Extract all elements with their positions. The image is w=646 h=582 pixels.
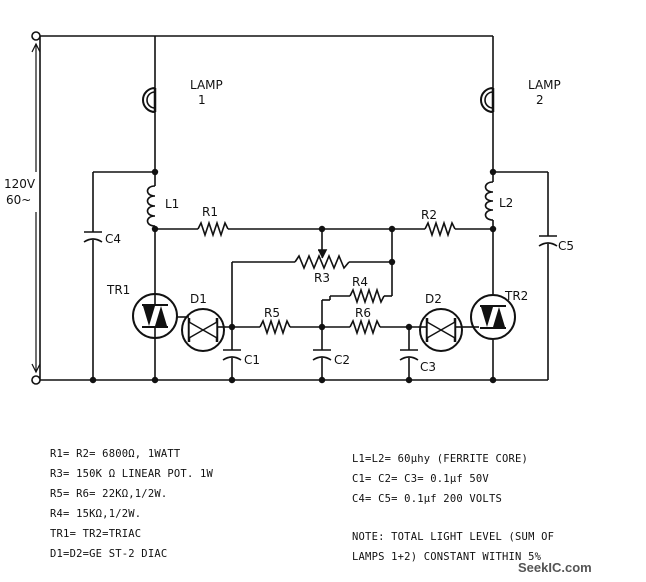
- legend-r4: R4= 15KΩ,1/2W.: [50, 508, 142, 520]
- label-lamp1-line1: LAMP: [190, 78, 223, 92]
- label-c4: C4: [105, 232, 121, 246]
- component-legend-left: R1= R2= 6800Ω, 1WATT R3= 150K Ω LINEAR P…: [50, 444, 340, 564]
- capacitor-c4: [83, 231, 103, 243]
- pot-r3-wiring: [231, 229, 393, 327]
- label-c3: C3: [420, 360, 436, 374]
- resistor-r6: [349, 318, 381, 336]
- legend-r5-r6: R5= R6= 22KΩ,1/2W.: [50, 488, 168, 500]
- r4-wiring: [321, 262, 393, 327]
- diac-d1: [180, 308, 226, 352]
- label-tr1: TR1: [106, 283, 130, 297]
- label-r2: R2: [421, 208, 437, 222]
- label-lamp1-line2: 1: [198, 93, 206, 107]
- note-line-1: NOTE: TOTAL LIGHT LEVEL (SUM OF: [352, 531, 555, 543]
- triac-tr1: [132, 293, 178, 339]
- legend-c4-c5: C4= C5= 0.1μf 200 VOLTS: [352, 493, 502, 505]
- label-c1: C1: [244, 353, 260, 367]
- resistor-r5: [259, 318, 291, 336]
- supply-arrows: [31, 42, 41, 374]
- top-rail: [39, 35, 493, 380]
- resistor-r2: [424, 220, 456, 238]
- legend-r3: R3= 150K Ω LINEAR POT. 1W: [50, 468, 214, 480]
- label-supply-line1: 120V: [4, 177, 36, 191]
- label-d2: D2: [425, 292, 442, 306]
- label-c2: C2: [334, 353, 350, 367]
- left-branch: [92, 36, 156, 380]
- legend-c1-c3: C1= C2= C3= 0.1μf 50V: [352, 473, 489, 485]
- lamp-2: [480, 87, 495, 113]
- inductor-l1: [146, 185, 156, 227]
- resistor-r1: [197, 220, 229, 238]
- triac-tr2: [470, 294, 516, 340]
- bottom-terminal: [31, 375, 41, 385]
- legend-r1-r2: R1= R2= 6800Ω, 1WATT: [50, 448, 181, 460]
- label-d1: D1: [190, 292, 207, 306]
- label-l1: L1: [165, 197, 179, 211]
- resistor-r4: [349, 287, 385, 305]
- label-lamp2-line2: 2: [536, 93, 544, 107]
- label-r4: R4: [352, 275, 368, 289]
- label-r6: R6: [355, 306, 371, 320]
- note: NOTE: TOTAL LIGHT LEVEL (SUM OF LAMPS 1+…: [352, 527, 632, 567]
- capacitor-c5: [538, 235, 558, 247]
- label-lamp2-line1: LAMP: [528, 78, 561, 92]
- label-c5: C5: [558, 239, 574, 253]
- watermark: SeekIC.com: [518, 560, 592, 575]
- capacitor-c1: [222, 349, 242, 361]
- component-legend-right: L1=L2= 60μhy (FERRITE CORE) C1= C2= C3= …: [352, 449, 632, 567]
- label-supply-line2: 60~: [6, 193, 31, 207]
- label-r5: R5: [264, 306, 280, 320]
- resistor-r3: [294, 253, 350, 271]
- inductor-l2: [484, 181, 494, 221]
- right-branch: [492, 36, 549, 380]
- junction-dots: [89, 168, 497, 384]
- lamp-1: [142, 87, 157, 113]
- legend-d: D1=D2=GE ST-2 DIAC: [50, 548, 168, 560]
- legend-tr: TR1= TR2=TRIAC: [50, 528, 142, 540]
- label-l2: L2: [499, 196, 513, 210]
- diac-d2: [418, 308, 464, 352]
- pot-wiper-arrow: [318, 249, 328, 259]
- capacitor-c2: [312, 349, 332, 361]
- label-r1: R1: [202, 205, 218, 219]
- note-line-2: LAMPS 1+2) CONSTANT WITHIN 5%: [352, 551, 542, 563]
- label-tr2: TR2: [504, 289, 528, 303]
- capacitor-c3: [399, 349, 419, 361]
- top-terminal: [31, 31, 41, 41]
- label-r3: R3: [314, 271, 330, 285]
- legend-l: L1=L2= 60μhy (FERRITE CORE): [352, 453, 529, 465]
